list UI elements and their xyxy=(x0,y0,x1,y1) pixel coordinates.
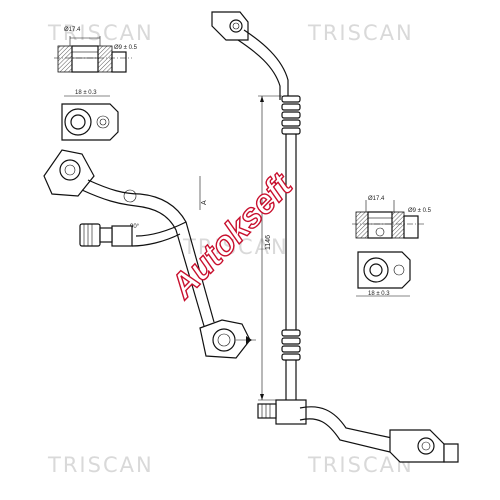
right-width-dim: 18 ± 0.3 xyxy=(368,291,390,297)
right-bore-dim: Ø9 ± 0.5 xyxy=(408,208,432,214)
watermark-bottom-left: TRISCAN xyxy=(47,453,154,477)
svg-text:90°: 90° xyxy=(130,224,140,230)
top-fitting-section: Ø17.4 Ø9 ± 0.5 xyxy=(54,27,138,73)
top-bore-dim: Ø9 ± 0.5 xyxy=(114,45,138,51)
top-fitting-plan: 18 ± 0.3 xyxy=(61,90,119,141)
top-thread-dim: Ø17.4 xyxy=(64,27,81,33)
length-value: 1146 xyxy=(265,235,272,250)
right-fitting-section: Ø17.4 Ø9 ± 0.5 xyxy=(352,196,432,239)
watermark-center: TRISCAN xyxy=(182,235,289,259)
main-pipe-assembly xyxy=(211,11,459,463)
right-fitting-plan: 18 ± 0.3 xyxy=(356,251,411,297)
length-dimension: 1146 xyxy=(258,95,282,401)
left-branch-pipe: 90° A xyxy=(43,149,256,359)
watermark-top-right: TRISCAN xyxy=(307,21,414,45)
top-width-dim: 18 ± 0.3 xyxy=(75,90,97,96)
watermark-top-left: TRISCAN xyxy=(47,21,154,45)
view-label: A xyxy=(201,200,208,205)
right-thread-dim: Ø17.4 xyxy=(368,196,385,202)
